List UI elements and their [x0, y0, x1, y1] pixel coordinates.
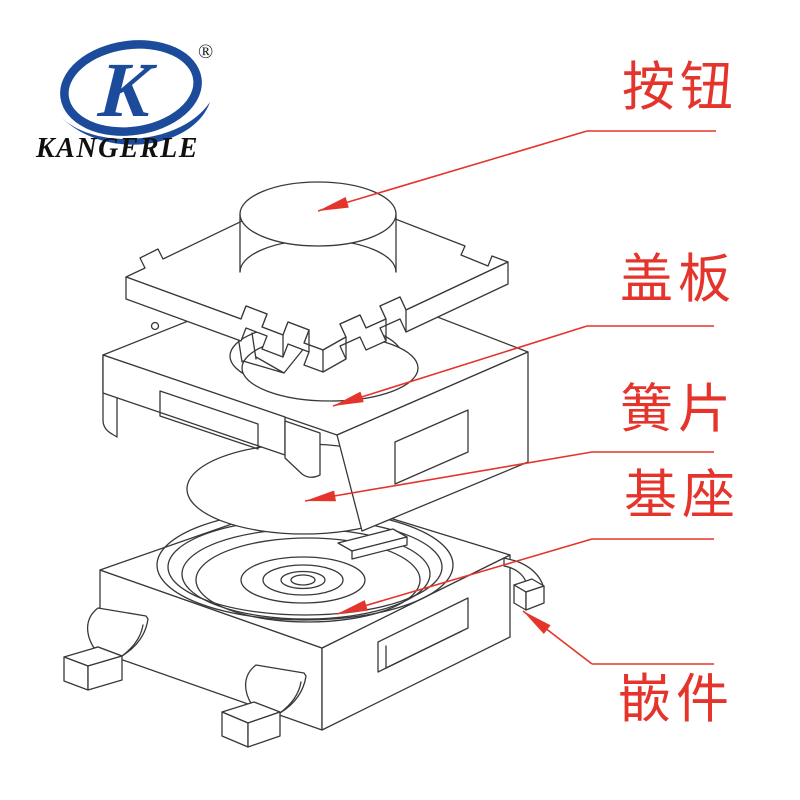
logo-swoosh-icon: [62, 102, 210, 145]
label-insert: 嵌件: [618, 671, 734, 729]
insert-leg-front-left: [63, 607, 149, 691]
label-base: 基座: [624, 467, 740, 525]
leader-line-spring: [304, 451, 593, 502]
button-part: [125, 181, 509, 402]
cover-window-left: [159, 390, 259, 450]
cover-window-right: [394, 409, 469, 485]
brand-name: KANGERLE: [35, 133, 199, 164]
base-side-slot: [377, 597, 469, 673]
leader-line-insert: [522, 610, 593, 665]
logo-monogram: K: [95, 46, 159, 133]
label-cover-plate: 盖板: [620, 251, 736, 309]
leader-line-button: [317, 130, 588, 212]
logo-ellipse-icon: [60, 40, 202, 136]
leader-line-base: [336, 538, 593, 615]
registered-trademark: ®: [198, 41, 213, 63]
insert-leg-front-center: [221, 664, 307, 748]
cover-pilot-hole: [150, 321, 160, 331]
kangerle-logo: K ® KANGERLE: [35, 40, 213, 164]
label-button: 按钮: [622, 59, 738, 117]
label-spring-plate: 簧片: [620, 381, 736, 439]
button-plate-side: [125, 261, 509, 373]
insert-leg-right: [503, 557, 545, 611]
button-plunger-top: [239, 181, 397, 247]
leader-lines: [304, 130, 716, 665]
leader-line-cover: [332, 325, 588, 407]
